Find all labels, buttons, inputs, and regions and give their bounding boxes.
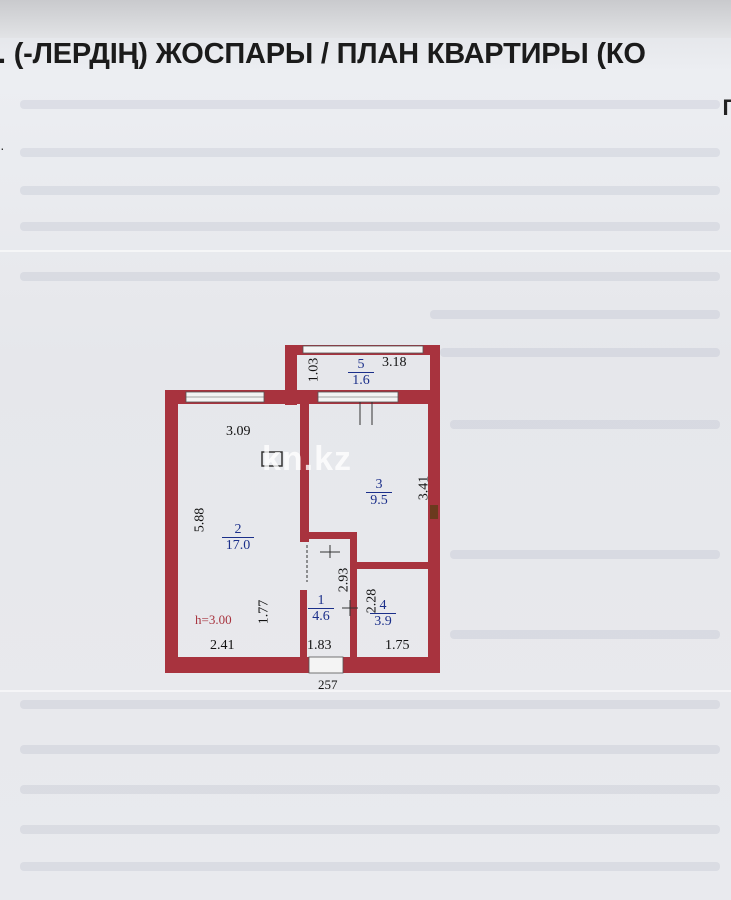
ghost-line — [20, 222, 720, 231]
dim-bottom-left: 2.41 — [210, 638, 235, 653]
ghost-line — [20, 272, 720, 281]
ghost-line — [450, 630, 720, 639]
dim-balcony-width: 3.18 — [382, 355, 407, 370]
wall-partition-1 — [300, 402, 309, 542]
ghost-line — [20, 825, 720, 834]
hatch-mark — [261, 451, 283, 467]
dim-bath-height: 2.93 — [336, 567, 352, 593]
dim-outside-bottom: 257 — [318, 677, 338, 692]
ghost-line — [450, 420, 720, 429]
ghost-line — [440, 348, 720, 357]
ghost-line — [20, 745, 720, 754]
wall-partition-4 — [350, 562, 430, 569]
dim-bottom-mid: 1.83 — [307, 638, 332, 653]
ghost-line — [20, 700, 720, 709]
watermark: kn.kz — [262, 440, 353, 478]
ghost-line — [450, 550, 720, 559]
dim-kitchen-height: 3.41 — [416, 475, 432, 501]
page-title: . (-ЛЕРДІҢ) ЖОСПАРЫ / ПЛАН КВАРТИРЫ (КО — [0, 38, 646, 70]
ghost-line — [20, 148, 720, 157]
ghost-line — [20, 785, 720, 794]
wall-balcony-left — [285, 345, 297, 405]
dim-room-height-left: 5.88 — [192, 507, 208, 533]
wall-partition-5 — [300, 590, 307, 657]
wall-bottom — [165, 657, 440, 673]
entrance-door — [308, 656, 344, 674]
ghost-line — [20, 100, 720, 109]
top-shadow — [0, 0, 731, 38]
ceiling-height: h=3.00 — [195, 612, 232, 627]
edge-letter: Г — [722, 95, 731, 120]
window — [302, 345, 424, 354]
ghost-line — [20, 186, 720, 195]
dim-bottom-right: 1.75 — [385, 638, 410, 653]
wall-right — [428, 390, 440, 673]
wall-left — [165, 390, 178, 673]
margin-mark: · — [0, 140, 5, 156]
wall-partition-3 — [350, 532, 357, 657]
ghost-line — [430, 310, 720, 319]
dim-balcony-height: 1.03 — [306, 357, 322, 383]
wall-balcony-right — [430, 345, 440, 405]
dim-room-width-top: 3.09 — [226, 424, 251, 439]
ghost-line — [20, 862, 720, 871]
paper-fold — [0, 690, 731, 692]
dim-hall-left: 1.77 — [256, 599, 272, 625]
wall-partition-2 — [300, 532, 356, 539]
paper-fold — [0, 250, 731, 252]
riser-mark — [430, 505, 438, 519]
